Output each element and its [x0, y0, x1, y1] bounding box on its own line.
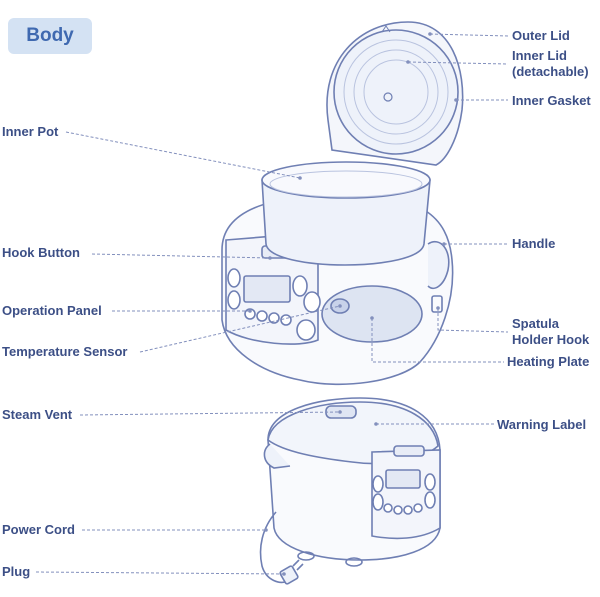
lid-center-knob [383, 92, 393, 102]
label-hook-button: Hook Button [2, 245, 80, 260]
leader-inner-lid [407, 61, 509, 65]
power-cord-shape [259, 511, 291, 584]
label-holder-hook: Holder Hook [512, 332, 590, 347]
label-temperature-sensor: Temperature Sensor [2, 344, 128, 359]
leader-steam-vent [79, 411, 341, 416]
leader-plug [35, 571, 285, 575]
leader-outer-lid [429, 33, 509, 37]
label-inner-lid-detachable: (detachable) [512, 64, 589, 79]
label-inner-lid: Inner Lid [512, 48, 567, 63]
label-heating-plate: Heating Plate [507, 354, 590, 369]
heating-plate-shape [321, 285, 423, 343]
leader-heating-plate [371, 318, 504, 363]
label-operation-panel: Operation Panel [2, 303, 102, 318]
leader-inner-pot [65, 131, 301, 179]
label-inner-pot: Inner Pot [2, 124, 59, 139]
label-inner-gasket: Inner Gasket [512, 93, 591, 108]
leader-spatula [437, 308, 509, 333]
handle-shape [427, 241, 450, 290]
label-outer-lid: Outer Lid [512, 28, 570, 43]
label-plug: Plug [2, 564, 31, 579]
label-warning-label: Warning Label [497, 417, 587, 432]
label-handle: Handle [512, 236, 556, 251]
closed-display [385, 469, 421, 489]
inner-lid-shape [333, 29, 459, 155]
leader-temperature-sensor [139, 305, 341, 353]
spatula-holder-shape [431, 295, 443, 313]
label-steam-vent: Steam Vent [2, 407, 73, 422]
closed-handle [263, 443, 291, 469]
display-window [243, 275, 291, 303]
label-power-cord: Power Cord [2, 522, 75, 537]
section-title-badge: Body [8, 18, 92, 54]
label-spatula: Spatula [512, 316, 559, 331]
plug-shape [279, 565, 299, 585]
